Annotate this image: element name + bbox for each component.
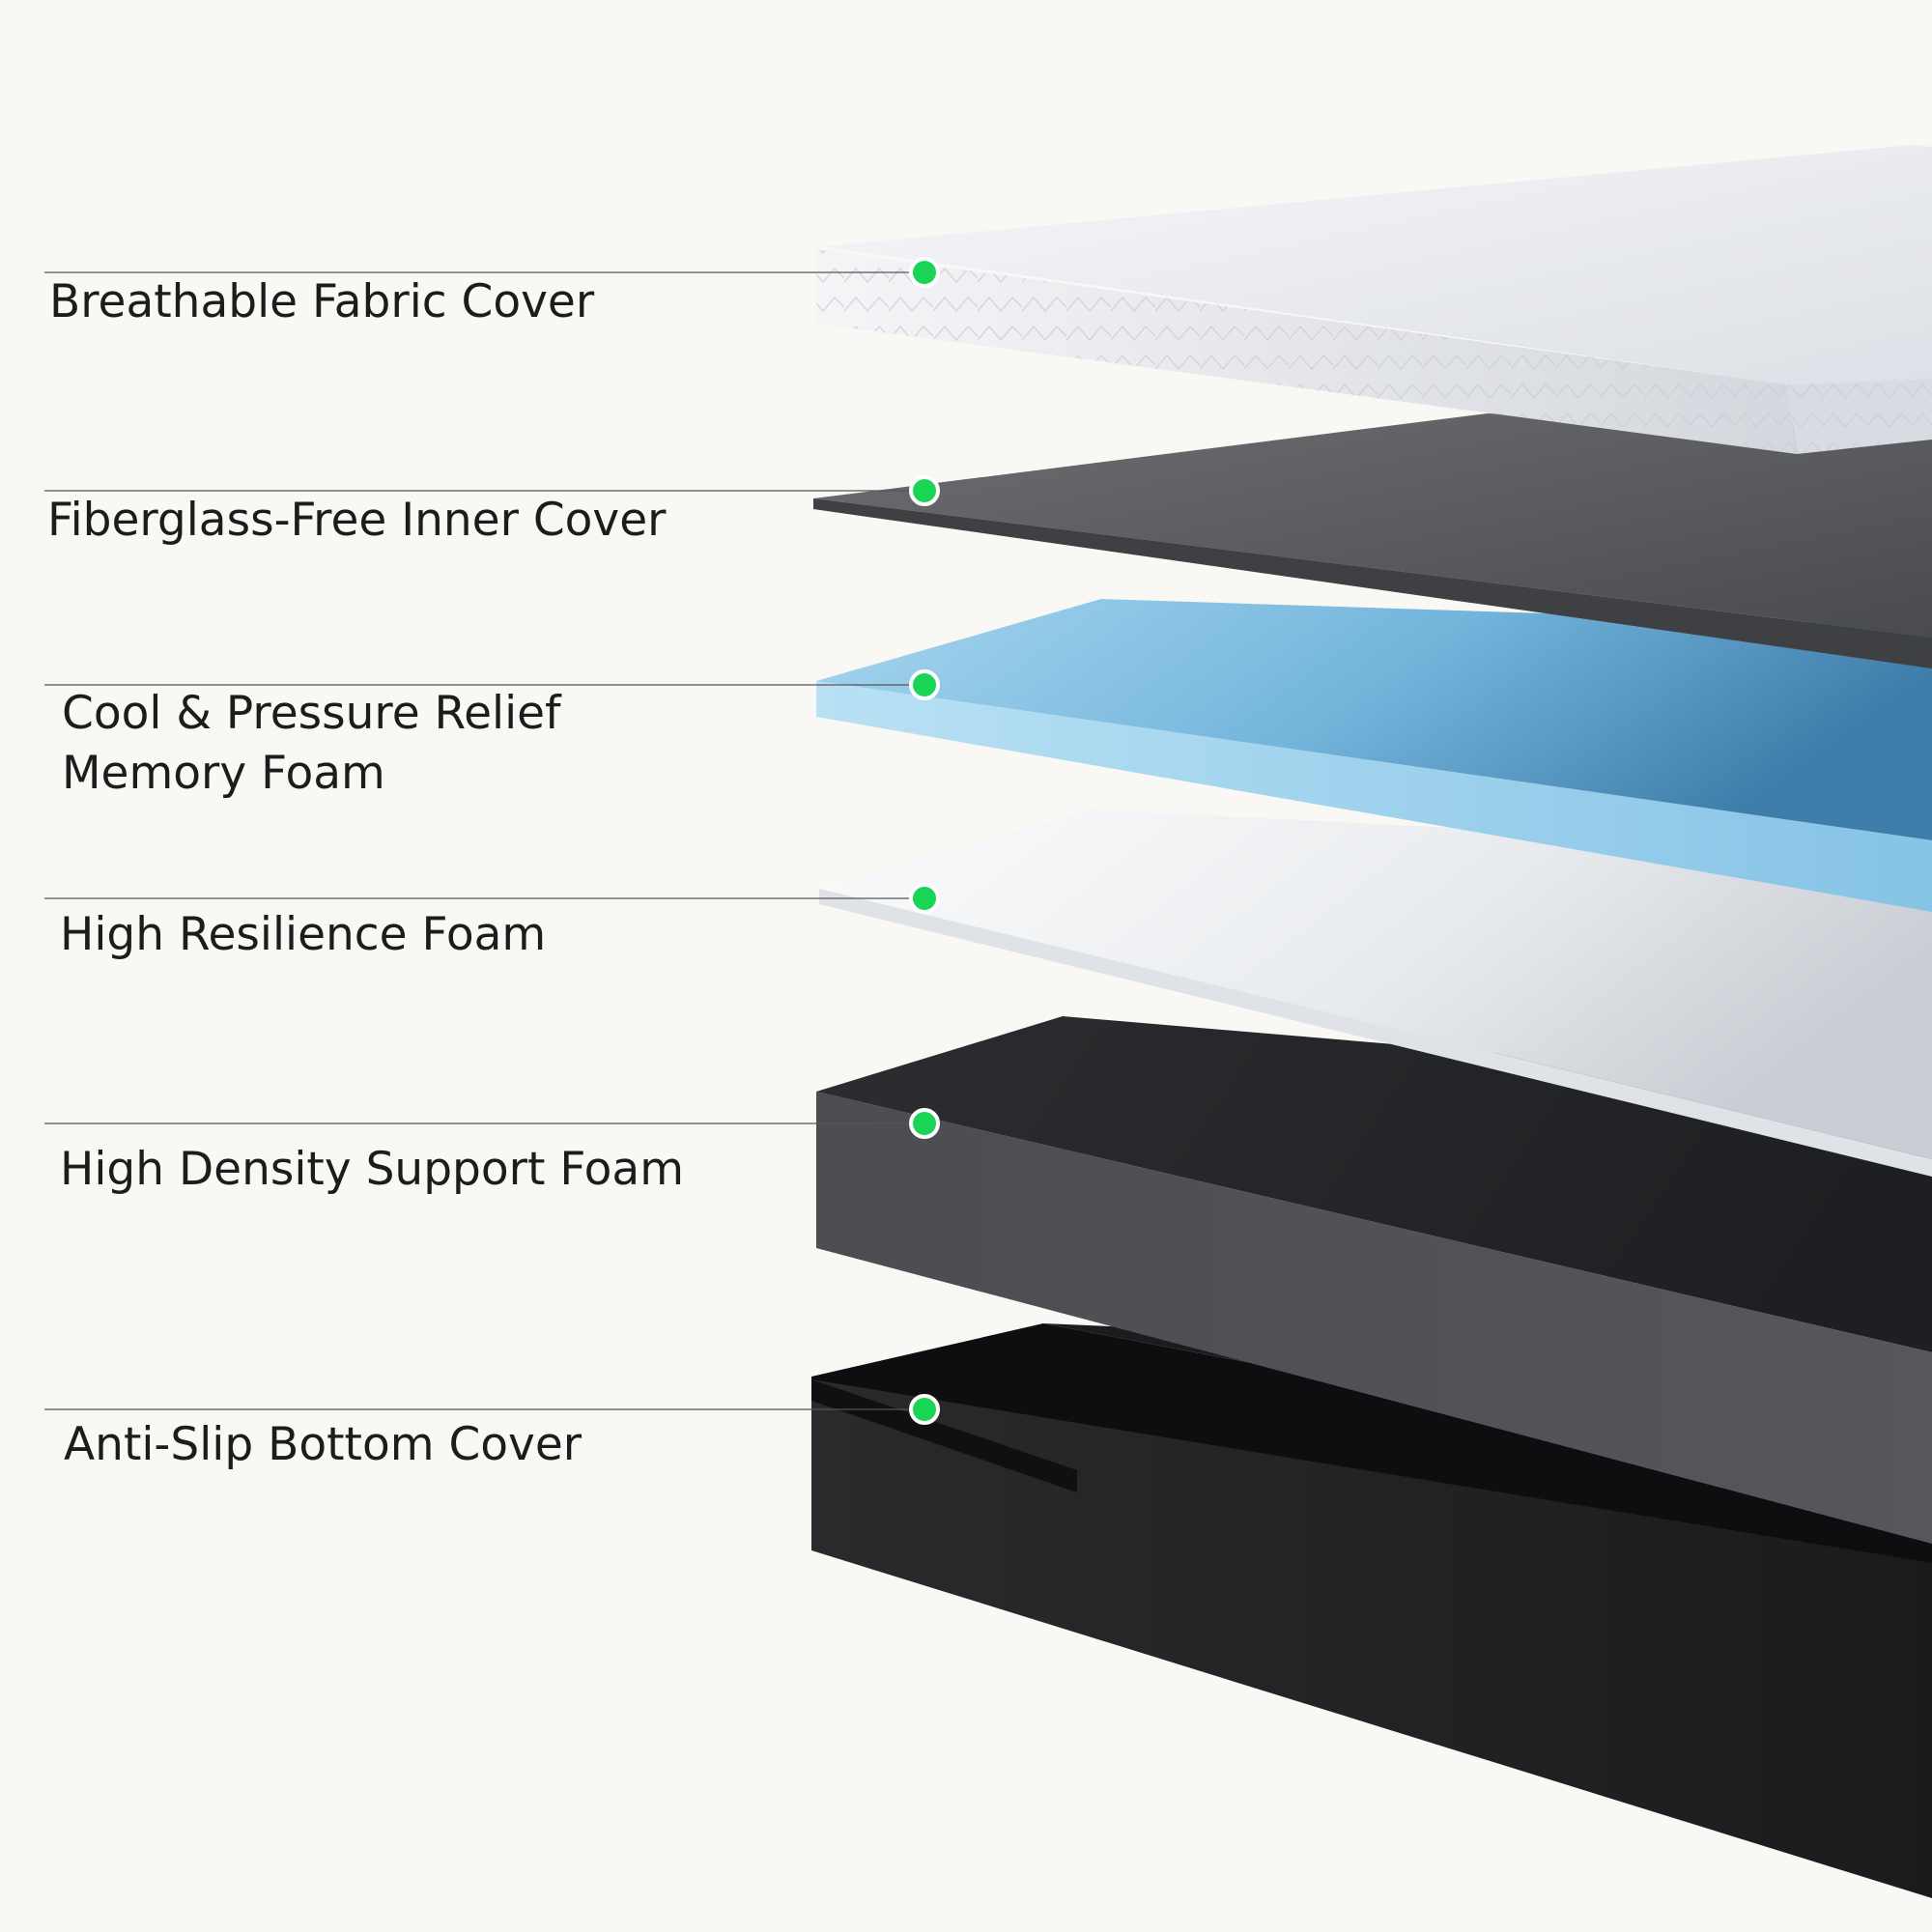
memory-foam-layer [816,599,1932,912]
fabric-cover-label: Breathable Fabric Cover [49,272,783,332]
support-foam-marker-dot [909,1108,940,1139]
memory-foam-marker-dot [909,669,940,700]
resilience-foam-layer [819,810,1932,1177]
support-foam-label-line: High Density Support Foam [60,1143,685,1196]
inner-cover-label: Fiberglass-Free Inner Cover [47,491,781,551]
bottom-cover-label: Anti-Slip Bottom Cover [64,1415,798,1475]
fabric-cover-label-line: Breathable Fabric Cover [49,275,595,328]
resilience-foam-label-line: High Resilience Foam [60,908,547,961]
layer-callouts [44,257,940,1425]
fabric-cover-marker-dot [909,257,940,288]
support-foam-label: High Density Support Foam [60,1140,794,1200]
bottom-cover-label-line: Anti-Slip Bottom Cover [64,1418,582,1471]
resilience-foam-label: High Resilience Foam [60,905,794,965]
inner-cover-marker-dot [909,475,940,506]
bottom-cover-marker-dot [909,1394,940,1425]
memory-foam-label-line: Memory Foam [62,747,385,800]
inner-cover-label-line: Fiberglass-Free Inner Cover [47,494,667,547]
memory-foam-label-line: Cool & Pressure Relief [62,687,561,740]
resilience-foam-marker-dot [909,883,940,914]
fabric-cover-layer [816,145,1932,454]
inner-cover-layer [813,413,1932,668]
